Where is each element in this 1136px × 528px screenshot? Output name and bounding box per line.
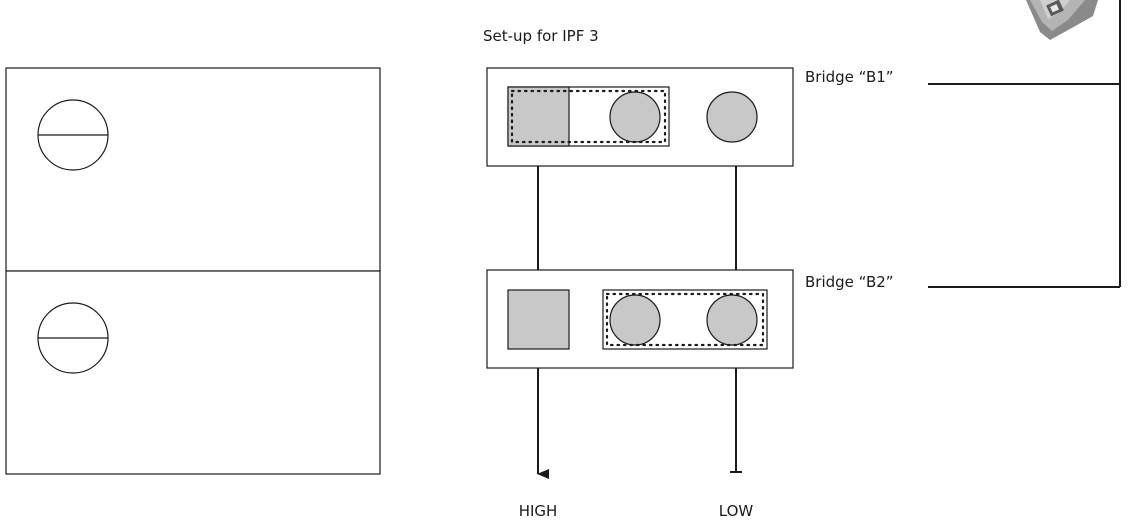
round-pin-b1-right <box>706 91 758 143</box>
setup-title: Set-up for IPF 3 <box>483 27 599 45</box>
panel-lower-section <box>5 270 381 475</box>
jumper-b2-dotted-border <box>605 292 765 347</box>
round-pin-b1-middle <box>609 91 661 143</box>
bridge-b2-label: Bridge “B2” <box>805 273 894 291</box>
terminal-panel <box>5 67 381 475</box>
bridge-b1-label: Bridge “B1” <box>805 68 894 86</box>
bridge-b1-block <box>486 67 794 167</box>
round-pin-b2-left <box>609 294 661 346</box>
screw-icon <box>37 99 109 171</box>
round-pin-b2-right <box>706 294 758 346</box>
module-photo-fragment <box>1026 0 1098 40</box>
low-label: LOW <box>719 502 754 520</box>
square-pin-b1 <box>507 86 570 147</box>
jumper-b1-dotted-border <box>510 89 667 144</box>
panel-upper-section <box>5 67 381 272</box>
square-pin-b2 <box>507 289 570 350</box>
high-label: HIGH <box>519 502 558 520</box>
bridge-b2-block <box>486 269 794 369</box>
screw-icon <box>37 302 109 374</box>
